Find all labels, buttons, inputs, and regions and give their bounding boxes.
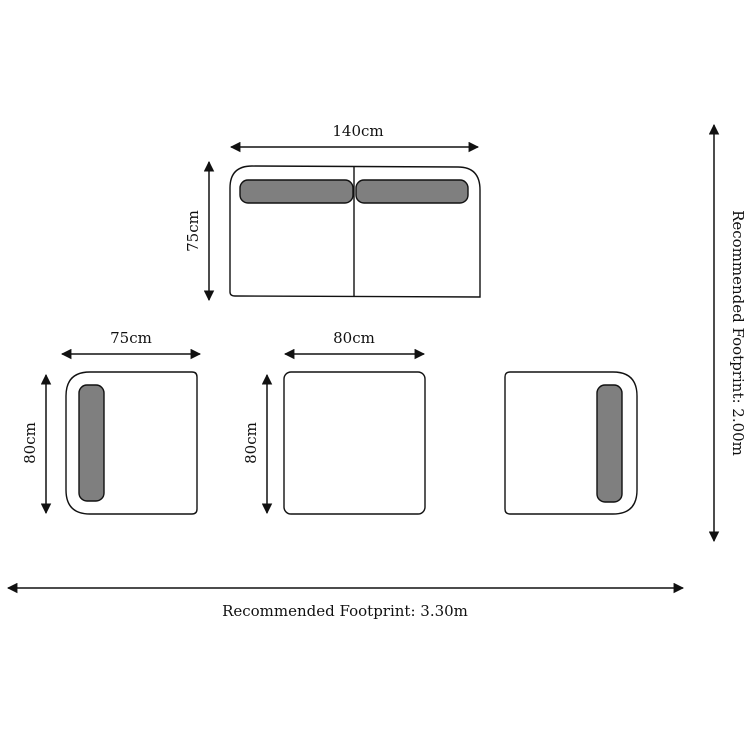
sofa-depth-label: 75cm	[184, 210, 202, 252]
corner-chair-right-back-cushion	[596, 384, 623, 503]
footprint-depth-label: Recommended Footprint: 2.00m	[729, 210, 747, 456]
corner-chair-left-back-cushion	[78, 384, 105, 502]
sofa-width-label: 140cm	[332, 122, 383, 140]
coffee-table	[283, 371, 426, 515]
coffee-table-depth-label: 80cm	[242, 422, 260, 464]
corner-chair-left-depth-label: 80cm	[21, 422, 39, 464]
corner-chair-left	[65, 371, 198, 515]
corner-chair-left-width-label: 75cm	[110, 329, 152, 347]
footprint-width-label: Recommended Footprint: 3.30m	[222, 602, 468, 620]
coffee-table-width-label: 80cm	[333, 329, 375, 347]
sofa	[229, 165, 481, 298]
sofa-back-cushion-left	[239, 179, 354, 204]
corner-chair-right	[504, 371, 638, 515]
sofa-back-cushion-right	[355, 179, 469, 204]
coffee-table-top	[283, 371, 426, 515]
